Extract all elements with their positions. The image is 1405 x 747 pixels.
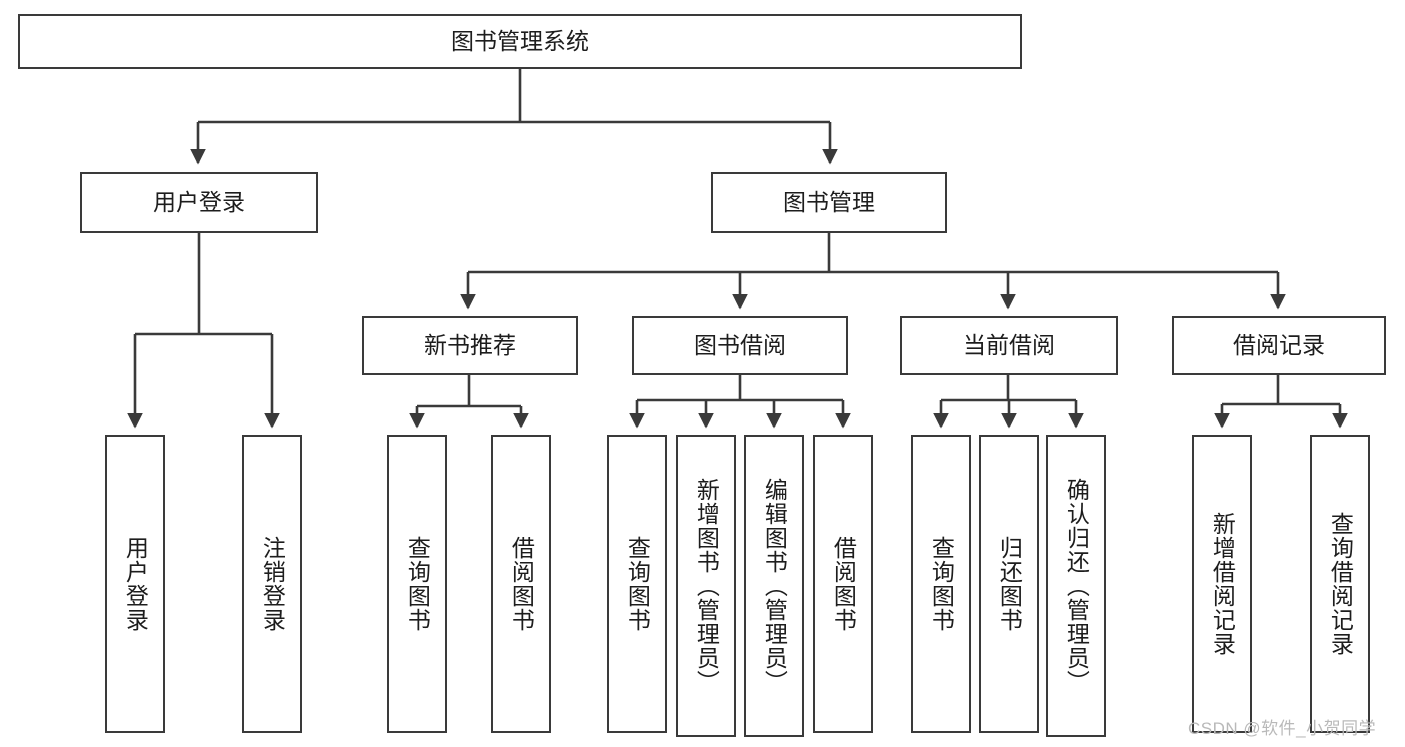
node-leaf-return-book-label: 归还图书: [996, 536, 1023, 632]
node-leaf-query-book-1-label: 查询图书: [404, 536, 431, 632]
node-leaf-borrow-book-1[interactable]: 借阅图书: [491, 435, 551, 733]
node-book-manage[interactable]: 图书管理: [711, 172, 947, 233]
node-leaf-query-book-2-label: 查询图书: [624, 536, 651, 632]
node-new-book-recommend[interactable]: 新书推荐: [362, 316, 578, 375]
node-leaf-return-book[interactable]: 归还图书: [979, 435, 1039, 733]
node-leaf-query-book-2[interactable]: 查询图书: [607, 435, 667, 733]
node-leaf-query-record[interactable]: 查询借阅记录: [1310, 435, 1370, 733]
node-leaf-query-book-3-label: 查询图书: [928, 536, 955, 632]
node-current-borrow-label: 当前借阅: [963, 331, 1055, 358]
node-book-borrow-label: 图书借阅: [694, 331, 786, 358]
node-leaf-query-record-label: 查询借阅记录: [1327, 512, 1354, 656]
node-leaf-borrow-book-1-label: 借阅图书: [508, 536, 535, 632]
node-leaf-confirm-return-label: 确认归还（管理员）: [1063, 478, 1090, 694]
node-leaf-query-book-3[interactable]: 查询图书: [911, 435, 971, 733]
node-book-manage-label: 图书管理: [783, 188, 875, 215]
node-leaf-add-book-label: 新增图书（管理员）: [693, 478, 720, 694]
node-current-borrow[interactable]: 当前借阅: [900, 316, 1118, 375]
node-user-login-label: 用户登录: [153, 188, 245, 215]
node-leaf-logout-login[interactable]: 注销登录: [242, 435, 302, 733]
node-leaf-add-record-label: 新增借阅记录: [1209, 512, 1236, 656]
node-leaf-edit-book-label: 编辑图书（管理员）: [761, 478, 788, 694]
node-borrow-record[interactable]: 借阅记录: [1172, 316, 1386, 375]
node-root-label: 图书管理系统: [451, 27, 589, 54]
node-root[interactable]: 图书管理系统: [18, 14, 1022, 69]
node-leaf-add-book[interactable]: 新增图书（管理员）: [676, 435, 736, 737]
node-leaf-borrow-book-2[interactable]: 借阅图书: [813, 435, 873, 733]
node-leaf-user-login[interactable]: 用户登录: [105, 435, 165, 733]
node-user-login[interactable]: 用户登录: [80, 172, 318, 233]
node-leaf-logout-login-label: 注销登录: [259, 536, 286, 632]
node-leaf-query-book-1[interactable]: 查询图书: [387, 435, 447, 733]
node-leaf-user-login-label: 用户登录: [122, 536, 149, 632]
node-leaf-borrow-book-2-label: 借阅图书: [830, 536, 857, 632]
node-new-book-recommend-label: 新书推荐: [424, 331, 516, 358]
node-borrow-record-label: 借阅记录: [1233, 331, 1325, 358]
node-leaf-confirm-return[interactable]: 确认归还（管理员）: [1046, 435, 1106, 737]
node-book-borrow[interactable]: 图书借阅: [632, 316, 848, 375]
node-leaf-edit-book[interactable]: 编辑图书（管理员）: [744, 435, 804, 737]
node-leaf-add-record[interactable]: 新增借阅记录: [1192, 435, 1252, 733]
